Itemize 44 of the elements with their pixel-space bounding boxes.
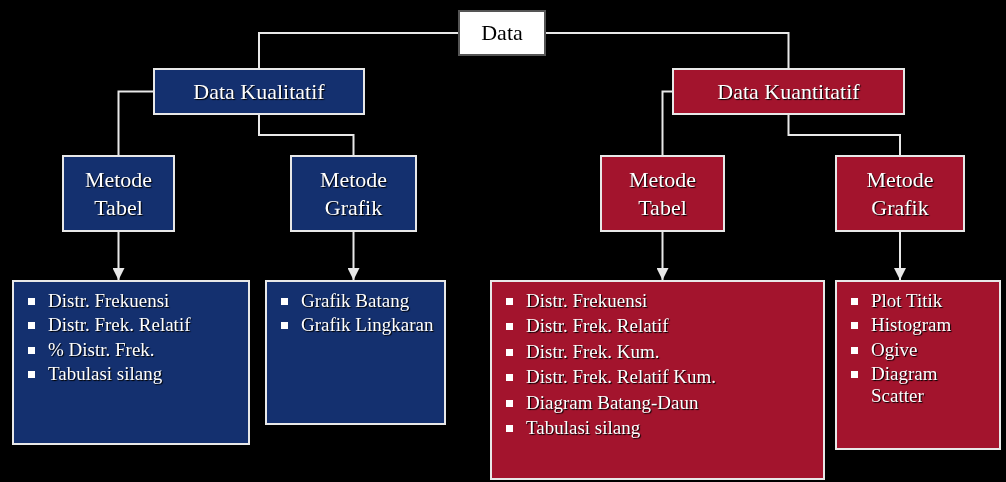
bullet-item: Distr. Frek. Relatif Kum. — [526, 366, 716, 388]
bullet-item: Tabulasi silang — [526, 417, 641, 439]
connector-line — [787, 114, 901, 156]
arrow — [347, 231, 360, 281]
arrow — [894, 231, 906, 281]
connector-line — [661, 90, 673, 156]
method-box — [835, 155, 965, 232]
box-label: Data Kuantitatif — [716, 77, 861, 106]
connector-line — [545, 32, 790, 69]
connector-line — [258, 32, 459, 69]
bullet-item: Distr. Frekuensi — [526, 290, 648, 312]
bullet-item: Tabulasi silang — [48, 363, 163, 385]
method-box — [600, 155, 725, 232]
bullet-item: Ogive — [871, 338, 918, 361]
bullet-item: % Distr. Frek. — [48, 338, 155, 361]
bullet-item: Distr. Frek. Kum. — [526, 340, 660, 363]
bullet-item: Grafik Batang — [301, 290, 410, 312]
bullet-item: Distr. Frek. Relatif — [526, 315, 669, 337]
box-label: Metode Grafik — [865, 166, 935, 221]
bullet-item: Distr. Frekuensi — [48, 290, 170, 312]
bullet-item: Distr. Frek. Relatif — [48, 314, 191, 336]
category-box — [672, 68, 905, 115]
bullet-item: Diagram Scatter — [871, 363, 939, 407]
list-box — [265, 280, 446, 425]
category-box — [153, 68, 365, 115]
box-label: Metode Grafik — [318, 166, 389, 221]
box-label: Metode Tabel — [83, 166, 154, 221]
list-box — [490, 280, 825, 480]
bullet-item: Diagram Batang-Daun — [526, 391, 699, 414]
method-box — [62, 155, 175, 232]
arrow — [656, 231, 669, 281]
list-box — [835, 280, 1001, 450]
connector-line — [117, 90, 154, 156]
bullet-item: Grafik Lingkaran — [301, 314, 434, 336]
bullet-item: Plot Titik — [871, 290, 943, 312]
connector-line — [258, 114, 355, 156]
method-box — [290, 155, 417, 232]
box-label: Data — [480, 19, 524, 47]
arrow — [112, 231, 125, 281]
bullet-item: Histogram — [871, 314, 952, 336]
root-box — [458, 10, 546, 56]
list-box — [12, 280, 250, 445]
box-label: Metode Tabel — [627, 166, 698, 221]
box-label: Data Kualitatif — [192, 77, 326, 106]
